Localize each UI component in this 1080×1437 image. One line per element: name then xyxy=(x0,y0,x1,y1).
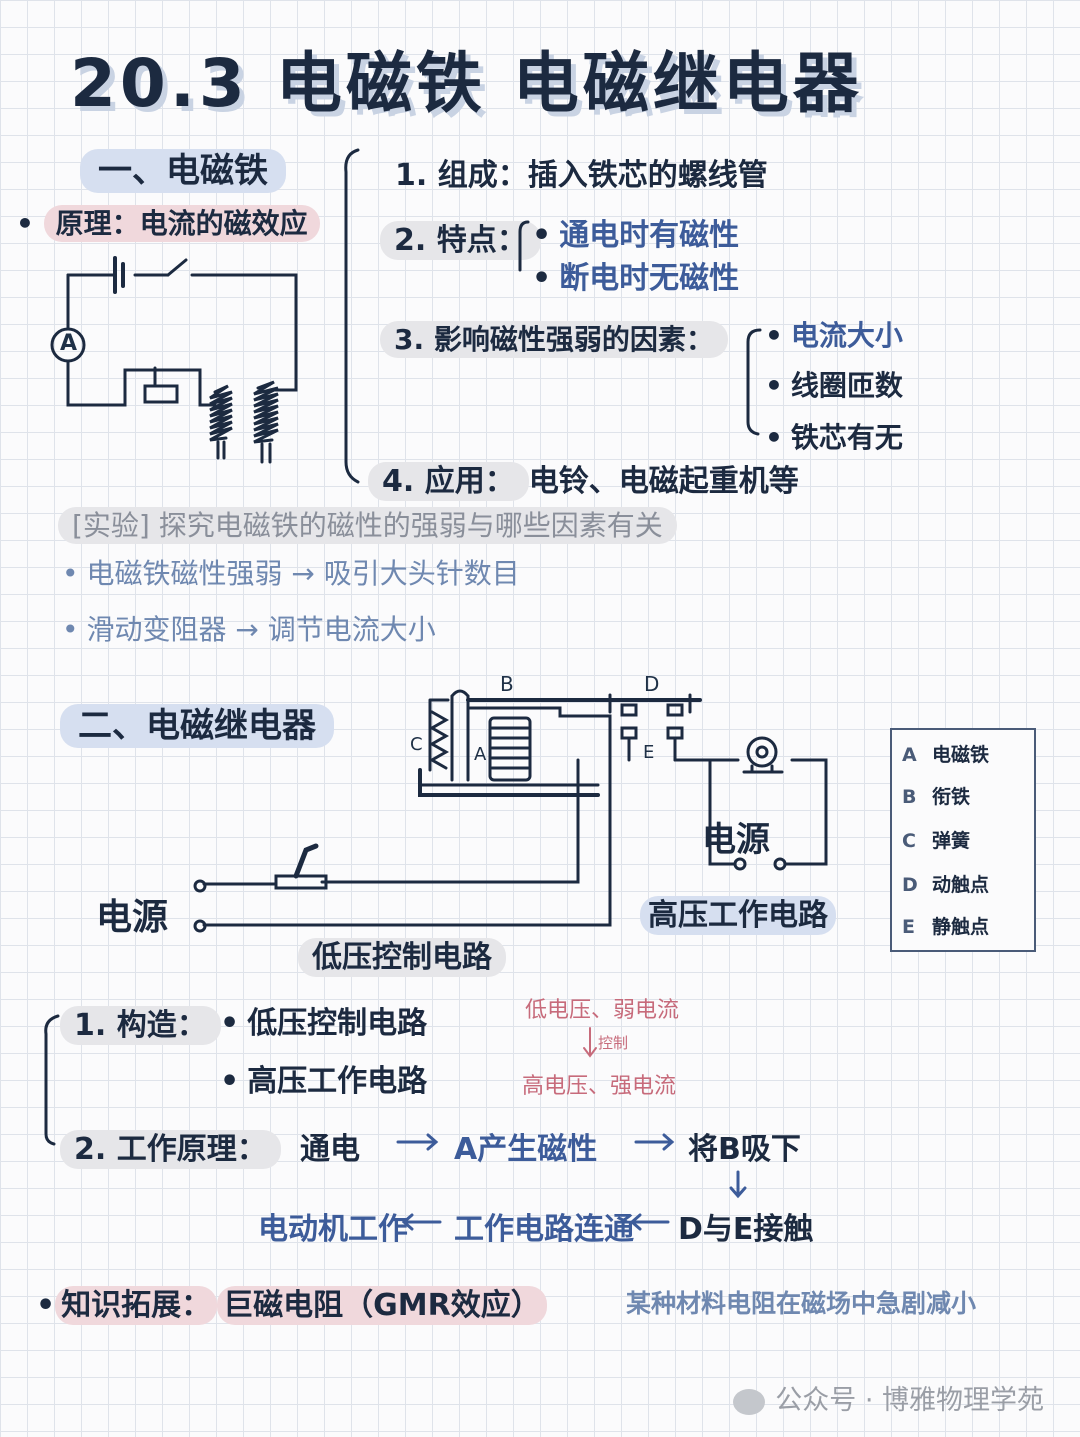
label-c: C xyxy=(410,734,423,755)
structure-low: 低压控制电路 xyxy=(220,998,427,1042)
principle-step-5: 工作电路连通 xyxy=(454,1212,634,1247)
label-d: D xyxy=(644,672,660,696)
item-feature-label: 2. 特点： xyxy=(380,215,541,260)
experiment-title: [实验] 探究电磁铁的磁性的强弱与哪些因素有关 xyxy=(58,504,677,544)
note-low: 低电压、弱电流 xyxy=(525,998,680,1023)
experiment-point-2: 滑动变阻器 → 调节电流大小 xyxy=(62,608,436,648)
extension-line: •知识拓展：巨磁电阻（GMR效应） xyxy=(36,1280,547,1325)
coil-left xyxy=(209,384,233,460)
factor-core: 铁芯有无 xyxy=(765,416,903,456)
coil-right xyxy=(253,380,279,464)
brace-structure xyxy=(44,1014,60,1146)
structure-high: 高压工作电路 xyxy=(220,1056,427,1100)
label-b: B xyxy=(500,672,514,696)
factor-current: 电流大小 xyxy=(765,314,903,354)
source-right: 电源 xyxy=(702,820,770,860)
structure-label: 1. 构造： xyxy=(60,1000,221,1045)
principle-label: 2. 工作原理： xyxy=(60,1124,281,1169)
item-application: 4. 应用：电铃、电磁起重机等 xyxy=(368,456,799,501)
section2-heading: 二、电磁继电器 xyxy=(60,698,334,748)
principle-line: • 原理：电流的磁效应 xyxy=(16,202,320,242)
brace-section1 xyxy=(344,148,360,484)
principle-step-1: 通电 xyxy=(300,1132,360,1167)
principle-text: 原理：电流的磁效应 xyxy=(43,205,320,242)
relay-diagram xyxy=(193,689,828,933)
principle-step-6: 电动机工作 xyxy=(258,1212,408,1247)
principle-step-2: A产生磁性 xyxy=(454,1132,598,1167)
principle-step-3: 将B吸下 xyxy=(688,1132,801,1167)
note-high: 高电压、强电流 xyxy=(522,1074,677,1099)
electromagnet-circuit xyxy=(50,256,298,464)
factor-turns: 线圈匝数 xyxy=(765,364,903,404)
high-circuit-label: 高压工作电路 xyxy=(640,890,836,935)
feature-on: 通电时有磁性 xyxy=(532,210,739,254)
label-e: E xyxy=(643,742,655,763)
note-control: 控制 xyxy=(598,1034,629,1052)
wechat-icon xyxy=(733,1388,766,1415)
brace-feature xyxy=(518,220,530,272)
feature-off: 断电时无磁性 xyxy=(532,253,739,297)
watermark: 公众号 · 博雅物理学苑 xyxy=(733,1378,1044,1417)
item-factors-label: 3. 影响磁性强弱的因素： xyxy=(380,318,728,358)
low-circuit-label: 低压控制电路 xyxy=(298,932,506,977)
item-composition: 1. 组成：插入铁芯的螺线管 xyxy=(395,158,768,193)
page-title: 20.3 电磁铁 电磁继电器 xyxy=(70,45,863,122)
extension-desc: 某种材料电阻在磁场中急剧减小 xyxy=(626,1289,977,1318)
ammeter-label: A xyxy=(60,331,78,356)
brace-factors xyxy=(746,328,762,436)
section1-heading: 一、电磁铁 xyxy=(80,143,286,193)
spring-c xyxy=(428,710,450,770)
label-a: A xyxy=(474,744,487,765)
experiment-point-1: 电磁铁磁性强弱 → 吸引大头针数目 xyxy=(62,552,520,592)
principle-step-4: D与E接触 xyxy=(678,1212,814,1247)
source-left: 电源 xyxy=(96,897,169,938)
